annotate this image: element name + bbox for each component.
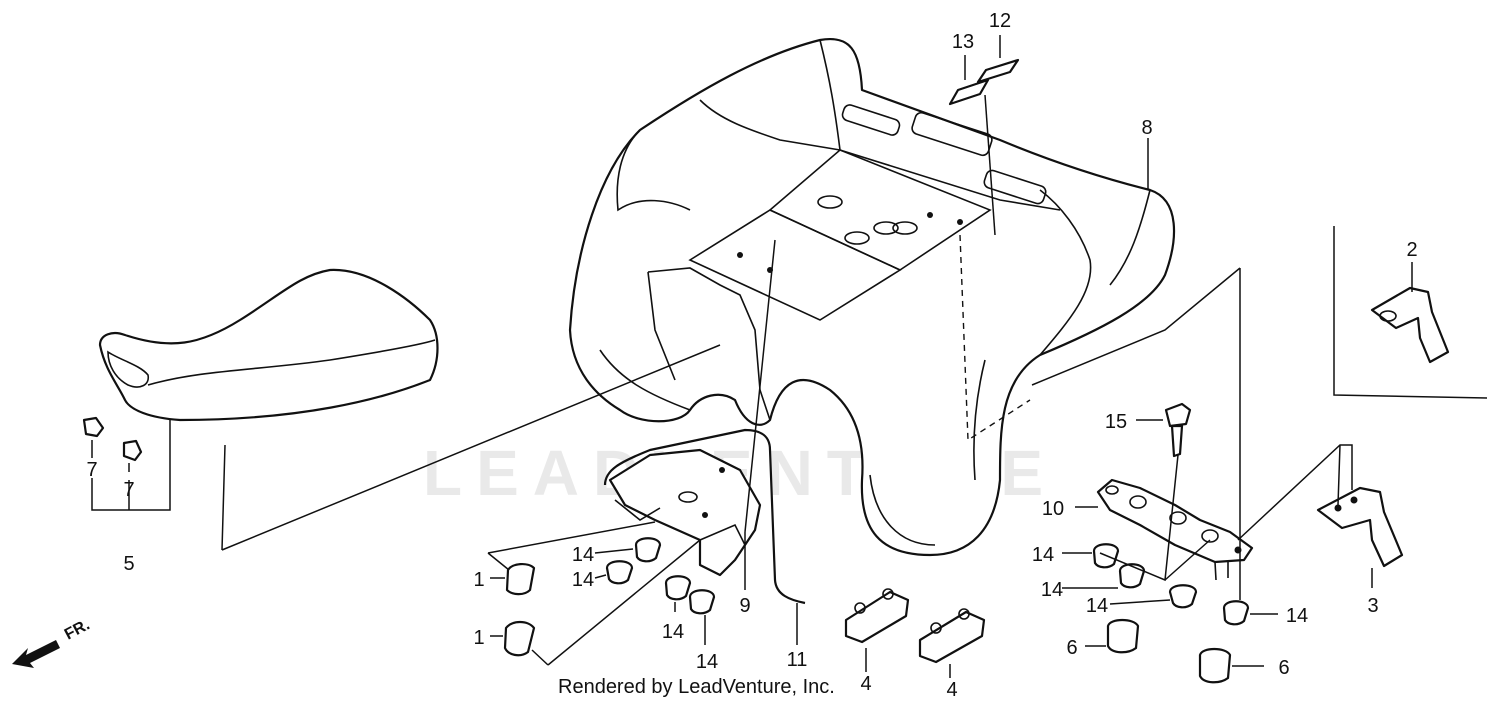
callout-13: 13	[952, 31, 974, 53]
callout-1b: 1	[473, 627, 484, 649]
grommet-14-c[interactable]	[664, 575, 692, 601]
part-2-frame	[1333, 226, 1488, 399]
callout-14a: 14	[572, 544, 594, 566]
callout-6b: 6	[1278, 657, 1289, 679]
label-plate-13[interactable]	[948, 78, 990, 106]
seat-leader	[221, 344, 721, 551]
bracket-9[interactable]	[608, 448, 762, 577]
leader-lines	[91, 35, 1413, 678]
callout-14e: 14	[1032, 544, 1054, 566]
callout-15: 15	[1105, 411, 1127, 433]
label-plate-12[interactable]	[976, 58, 1020, 84]
callouts: 7 7 5 1 1 14 14 14 14 9 11 4 4 12 13 8 2…	[86, 10, 1417, 701]
callout-14b: 14	[572, 569, 594, 591]
mount-4-right[interactable]	[918, 608, 986, 664]
rod-11[interactable]	[603, 428, 806, 605]
callout-3: 3	[1367, 595, 1378, 617]
callout-14d: 14	[696, 651, 718, 673]
damper-1-lower[interactable]	[503, 620, 536, 657]
front-direction-arrow: FR.	[12, 616, 93, 668]
bracket-2[interactable]	[1370, 286, 1450, 364]
damper-6-right[interactable]	[1198, 647, 1232, 684]
callout-14g: 14	[1086, 595, 1108, 617]
credit-line: Rendered by LeadVenture, Inc.	[558, 676, 835, 698]
callout-14c: 14	[662, 621, 684, 643]
callout-6a: 6	[1066, 637, 1077, 659]
callout-4a: 4	[860, 673, 871, 695]
callout-11: 11	[787, 649, 808, 671]
bolt-15[interactable]	[1164, 402, 1192, 458]
mount-4-left[interactable]	[844, 588, 910, 644]
bracket-3[interactable]	[1316, 486, 1404, 568]
callout-8: 8	[1141, 117, 1152, 139]
callout-9: 9	[739, 595, 750, 617]
callout-4b: 4	[946, 679, 957, 701]
callout-10: 10	[1042, 498, 1064, 520]
direction-label: FR.	[62, 616, 93, 643]
damper-1-upper[interactable]	[505, 563, 536, 596]
callout-2: 2	[1406, 239, 1417, 261]
damper-6-left[interactable]	[1106, 618, 1140, 654]
callout-7a: 7	[86, 459, 97, 481]
grommet-14-a[interactable]	[634, 537, 662, 563]
callout-14h: 14	[1286, 605, 1308, 627]
grommet-14-f[interactable]	[1118, 563, 1146, 589]
callout-12: 12	[989, 10, 1011, 32]
grommet-14-h[interactable]	[1222, 600, 1250, 626]
grommet-14-b[interactable]	[605, 560, 634, 585]
clip-7-right[interactable]	[122, 439, 143, 462]
callout-7b: 7	[123, 479, 134, 501]
clip-7-left[interactable]	[82, 416, 105, 438]
bracket-plate-10[interactable]	[1096, 478, 1254, 581]
callout-1a: 1	[473, 569, 484, 591]
grommet-14-g[interactable]	[1168, 584, 1198, 609]
grommet-14-d[interactable]	[688, 589, 716, 615]
callout-5: 5	[123, 553, 134, 575]
rear-fender[interactable]	[568, 38, 1176, 557]
callout-14f: 14	[1041, 579, 1063, 601]
seat[interactable]	[98, 268, 439, 422]
